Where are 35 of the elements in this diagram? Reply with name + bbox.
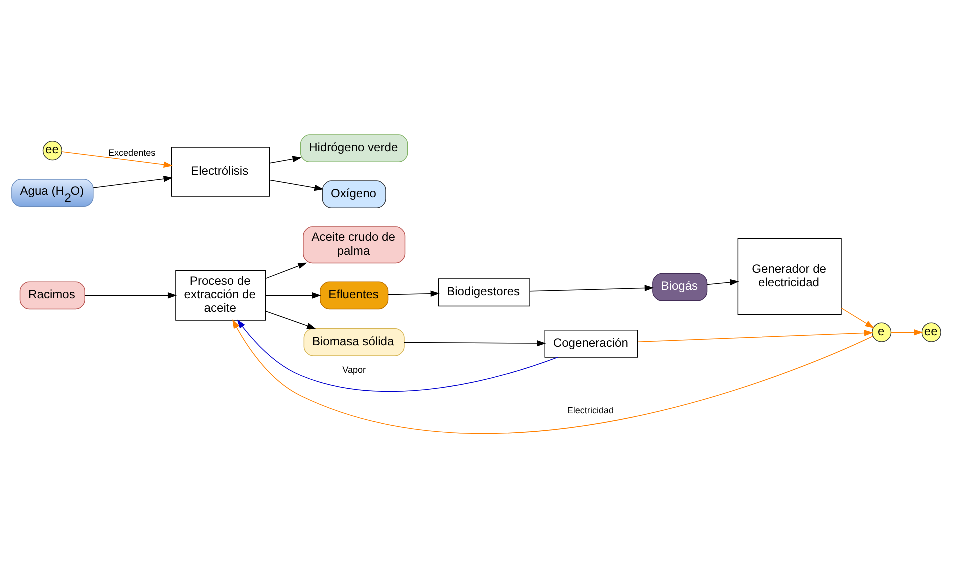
arrow: [62, 152, 173, 168]
node-box: Proceso de extracción de aceite: [176, 270, 266, 321]
node-circle: e: [872, 322, 892, 342]
node-box: Hidrógeno verde: [300, 134, 408, 163]
arrow: [706, 279, 740, 286]
edge-label: Excedentes: [108, 148, 156, 158]
arrow: [270, 156, 302, 164]
node-box: Generador de electricidad: [738, 238, 842, 316]
arrow: [530, 285, 654, 292]
arrow: [891, 329, 924, 336]
node-circle: ee: [42, 141, 62, 161]
arrow: [232, 320, 874, 434]
arrow: [404, 340, 546, 347]
node-box: Racimos: [20, 282, 86, 310]
node-box: Cogeneración: [544, 330, 638, 358]
arrow: [266, 310, 316, 330]
node-box: Biogás: [652, 273, 708, 302]
node-box: Biomasa sólida: [304, 328, 405, 356]
node-box: Electrólisis: [171, 147, 270, 197]
arrow: [638, 330, 874, 342]
node-box: Oxígeno: [322, 180, 386, 209]
node-box: Aceite crudo de palma: [303, 226, 406, 264]
arrow: [388, 290, 440, 298]
arrow: [93, 176, 173, 188]
edge-label: Electricidad: [567, 406, 614, 416]
arrow: [266, 262, 308, 280]
node-box: Efluentes: [320, 282, 389, 310]
arrow: [84, 292, 178, 299]
arrow: [841, 308, 874, 328]
node-circle: ee: [922, 322, 942, 342]
node-box: Biodigestores: [438, 278, 530, 307]
arrow: [237, 320, 558, 392]
arrow: [270, 180, 324, 192]
arrow: [266, 292, 322, 299]
edge-label: Vapor: [342, 365, 366, 376]
